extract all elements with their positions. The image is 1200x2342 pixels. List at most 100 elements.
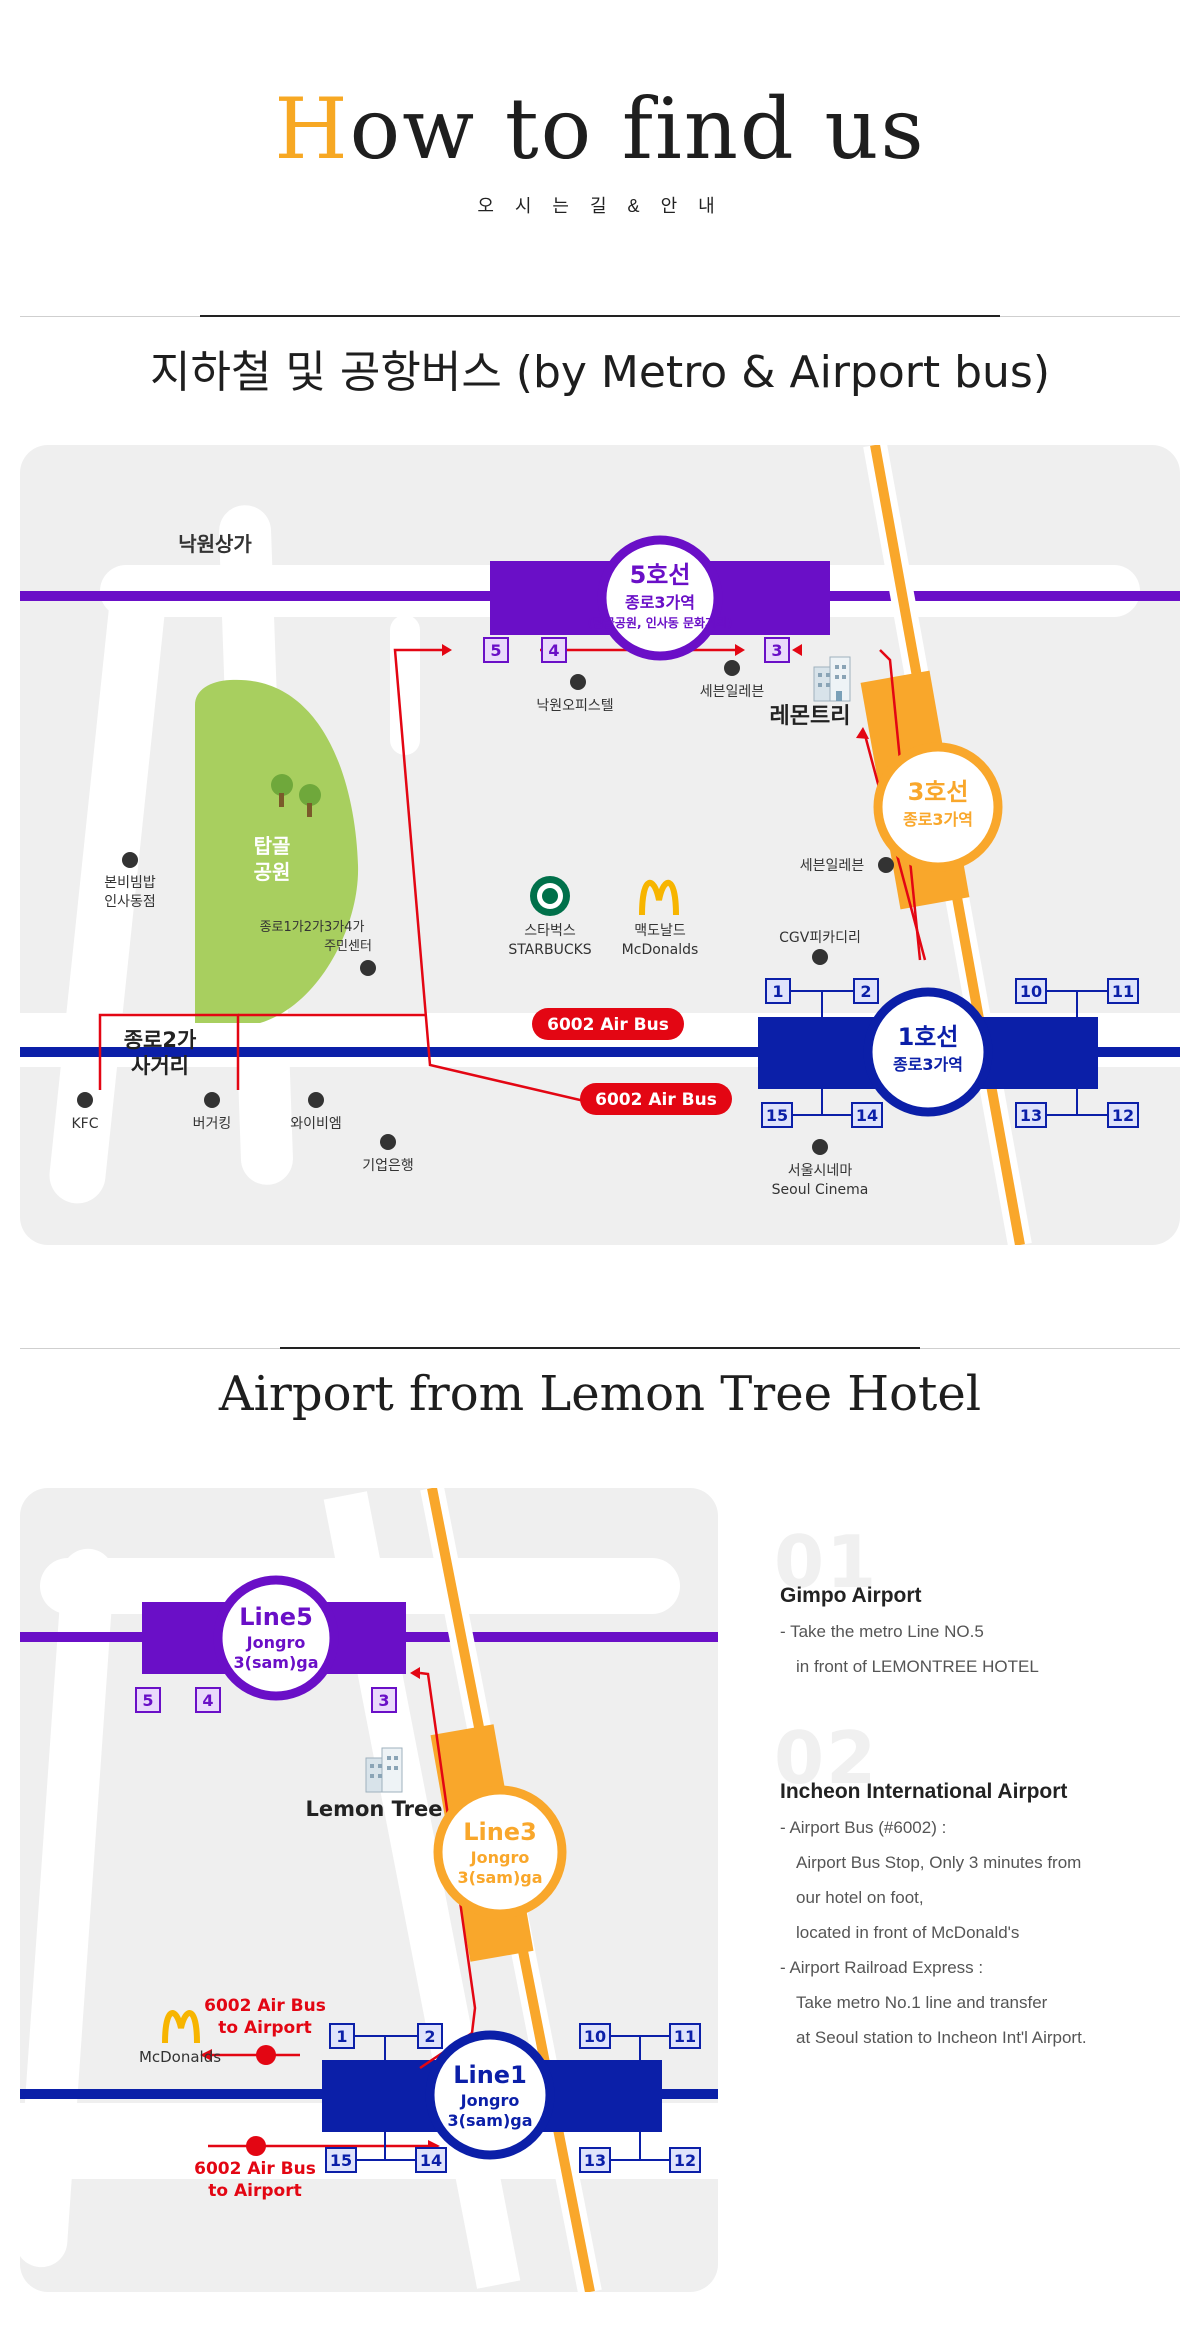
svg-text:Line5: Line5 xyxy=(239,1603,313,1631)
exit-4[interactable]: 4 xyxy=(195,1687,221,1713)
title-first-letter: H xyxy=(274,80,350,178)
bus-stop-bottom[interactable]: 6002 Air Bus xyxy=(580,1083,732,1115)
station5-sub: 종로3가역 xyxy=(625,593,695,612)
exit-5[interactable]: 5 xyxy=(483,637,509,663)
exit-2[interactable]: 2 xyxy=(853,978,879,1004)
svg-text:13: 13 xyxy=(1020,1106,1042,1125)
label-starbucks-kr: 스타벅스 xyxy=(524,923,576,939)
svg-text:10: 10 xyxy=(1020,982,1042,1001)
station-line5[interactable]: Line5 Jongro 3(sam)ga xyxy=(213,1575,339,1701)
svg-text:12: 12 xyxy=(674,2151,696,2170)
airport-info: 01 Gimpo Airport - Take the metro Line N… xyxy=(774,1520,1180,2055)
exit-3[interactable]: 3 xyxy=(371,1687,397,1713)
starbucks-logo-icon xyxy=(530,876,570,916)
exit-3[interactable]: 3 xyxy=(764,637,790,663)
exit-13[interactable]: 13 xyxy=(1015,1102,1047,1128)
exit-14[interactable]: 14 xyxy=(415,2147,447,2173)
station-line1[interactable]: 1호선 종로3가역 xyxy=(863,987,993,1117)
svg-text:2: 2 xyxy=(424,2027,435,2046)
label-jongro-center-1: 종로1가2가3가4가 xyxy=(260,920,365,935)
metro-map: 5호선 종로3가역 (탑골공원, 인사동 문화거리) 3호선 종로3가역 1호선… xyxy=(20,445,1180,1245)
hero-header: How to find us 오 시 는 길 & 안 내 xyxy=(0,0,1200,300)
exit-5[interactable]: 5 xyxy=(135,1687,161,1713)
line1-track xyxy=(20,1047,1180,1057)
exit-14[interactable]: 14 xyxy=(851,1102,883,1128)
svg-text:6002 Air Bus: 6002 Air Bus xyxy=(595,1090,717,1110)
section1-title: 지하철 및 공항버스 (by Metro & Airport bus) xyxy=(149,347,1051,398)
station1-sub: 종로3가역 xyxy=(893,1055,963,1074)
tree-icon xyxy=(271,774,321,817)
exit-11[interactable]: 11 xyxy=(1107,978,1139,1004)
svg-text:3: 3 xyxy=(771,641,782,660)
info-incheon-title: Incheon International Airport xyxy=(780,1780,1068,1803)
station5-sub2: (탑골공원, 인사동 문화거리) xyxy=(587,615,732,630)
exit-2[interactable]: 2 xyxy=(417,2023,443,2049)
exit-4[interactable]: 4 xyxy=(541,637,567,663)
label-7eleven-mid: 세븐일레븐 xyxy=(800,858,865,874)
bus-stop-dot-top[interactable] xyxy=(256,2045,276,2065)
svg-text:Line3: Line3 xyxy=(463,1818,537,1846)
label-cgv: CGV피카디리 xyxy=(779,930,861,946)
label-starbucks-en: STARBUCKS xyxy=(508,942,591,958)
page-subtitle: 오 시 는 길 & 안 내 xyxy=(477,196,723,216)
info-incheon-line: located in front of McDonald's xyxy=(796,1923,1020,1942)
info-gimpo: 01 Gimpo Airport - Take the metro Line N… xyxy=(774,1520,1180,1730)
info-incheon-line: our hotel on foot, xyxy=(796,1888,924,1907)
section1-rule-accent xyxy=(200,315,1000,317)
exit-15[interactable]: 15 xyxy=(761,1102,793,1128)
svg-text:4: 4 xyxy=(202,1691,213,1710)
svg-text:4: 4 xyxy=(548,641,559,660)
svg-text:5: 5 xyxy=(142,1691,153,1710)
title-rest: ow to find us xyxy=(349,80,926,178)
exit-11[interactable]: 11 xyxy=(669,2023,701,2049)
bus-stop-dot-bottom[interactable] xyxy=(246,2136,266,2156)
svg-text:3(sam)ga: 3(sam)ga xyxy=(234,1653,319,1672)
info-incheon-line: at Seoul station to Incheon Int'l Airpor… xyxy=(796,2028,1087,2047)
exit-13[interactable]: 13 xyxy=(579,2147,611,2173)
station-line3[interactable]: Line3 Jongro 3(sam)ga xyxy=(433,1785,567,1919)
exit-15[interactable]: 15 xyxy=(325,2147,357,2173)
hotel-building-icon xyxy=(813,656,851,702)
bus-stop-top[interactable]: 6002 Air Bus xyxy=(532,1008,684,1040)
exit-1[interactable]: 1 xyxy=(765,978,791,1004)
label-tapgol-1: 탑골 xyxy=(254,834,291,858)
exit-12[interactable]: 12 xyxy=(1107,1102,1139,1128)
mcdonalds-logo-icon xyxy=(162,2010,200,2044)
station-line5[interactable]: 5호선 종로3가역 (탑골공원, 인사동 문화거리) xyxy=(587,535,733,661)
svg-text:13: 13 xyxy=(584,2151,606,2170)
station3-sub: 종로3가역 xyxy=(903,810,973,829)
airport-map-graphic: Line5 Jongro 3(sam)ga Line3 Jongro 3(sam… xyxy=(20,1488,718,2292)
poi-dots xyxy=(77,660,894,1155)
tapgol-park-area xyxy=(195,679,359,1023)
label-nakwon: 낙원상가 xyxy=(178,532,252,556)
svg-text:10: 10 xyxy=(584,2027,606,2046)
exit-12[interactable]: 12 xyxy=(669,2147,701,2173)
station-line1[interactable]: Line1 Jongro 3(sam)ga xyxy=(425,2030,555,2160)
svg-text:6002 Air Bus: 6002 Air Bus xyxy=(547,1015,669,1035)
exit-10[interactable]: 10 xyxy=(1015,978,1047,1004)
info-gimpo-number: 01 xyxy=(774,1520,879,1604)
svg-text:14: 14 xyxy=(420,2151,442,2170)
label-tapgol-2: 공원 xyxy=(254,860,291,884)
label-lemon-tree: Lemon Tree xyxy=(305,1797,442,1821)
label-seoul-cinema-en: Seoul Cinema xyxy=(772,1182,869,1198)
svg-text:Line1: Line1 xyxy=(453,2061,527,2089)
info-incheon-line: - Airport Railroad Express : xyxy=(780,1958,984,1977)
label-mcd: McDonalds xyxy=(139,2048,221,2066)
station-line3[interactable]: 3호선 종로3가역 xyxy=(873,742,1003,872)
station3-name: 3호선 xyxy=(908,778,969,806)
label-ibk: 기업은행 xyxy=(362,1158,414,1174)
info-incheon-number: 02 xyxy=(774,1716,879,1800)
exit-10[interactable]: 10 xyxy=(579,2023,611,2049)
svg-text:3: 3 xyxy=(378,1691,389,1710)
label-bus-top-1: 6002 Air Bus xyxy=(204,1996,326,2016)
label-burgerking: 버거킹 xyxy=(193,1116,232,1132)
svg-text:Jongro: Jongro xyxy=(246,1633,306,1652)
exit-1[interactable]: 1 xyxy=(329,2023,355,2049)
label-bus-bottom-1: 6002 Air Bus xyxy=(194,2159,316,2179)
section2-rule-accent xyxy=(280,1347,920,1349)
svg-text:5: 5 xyxy=(490,641,501,660)
info-gimpo-line: - Take the metro Line NO.5 xyxy=(780,1622,984,1641)
svg-text:3(sam)ga: 3(sam)ga xyxy=(458,1868,543,1887)
svg-text:3(sam)ga: 3(sam)ga xyxy=(448,2111,533,2130)
